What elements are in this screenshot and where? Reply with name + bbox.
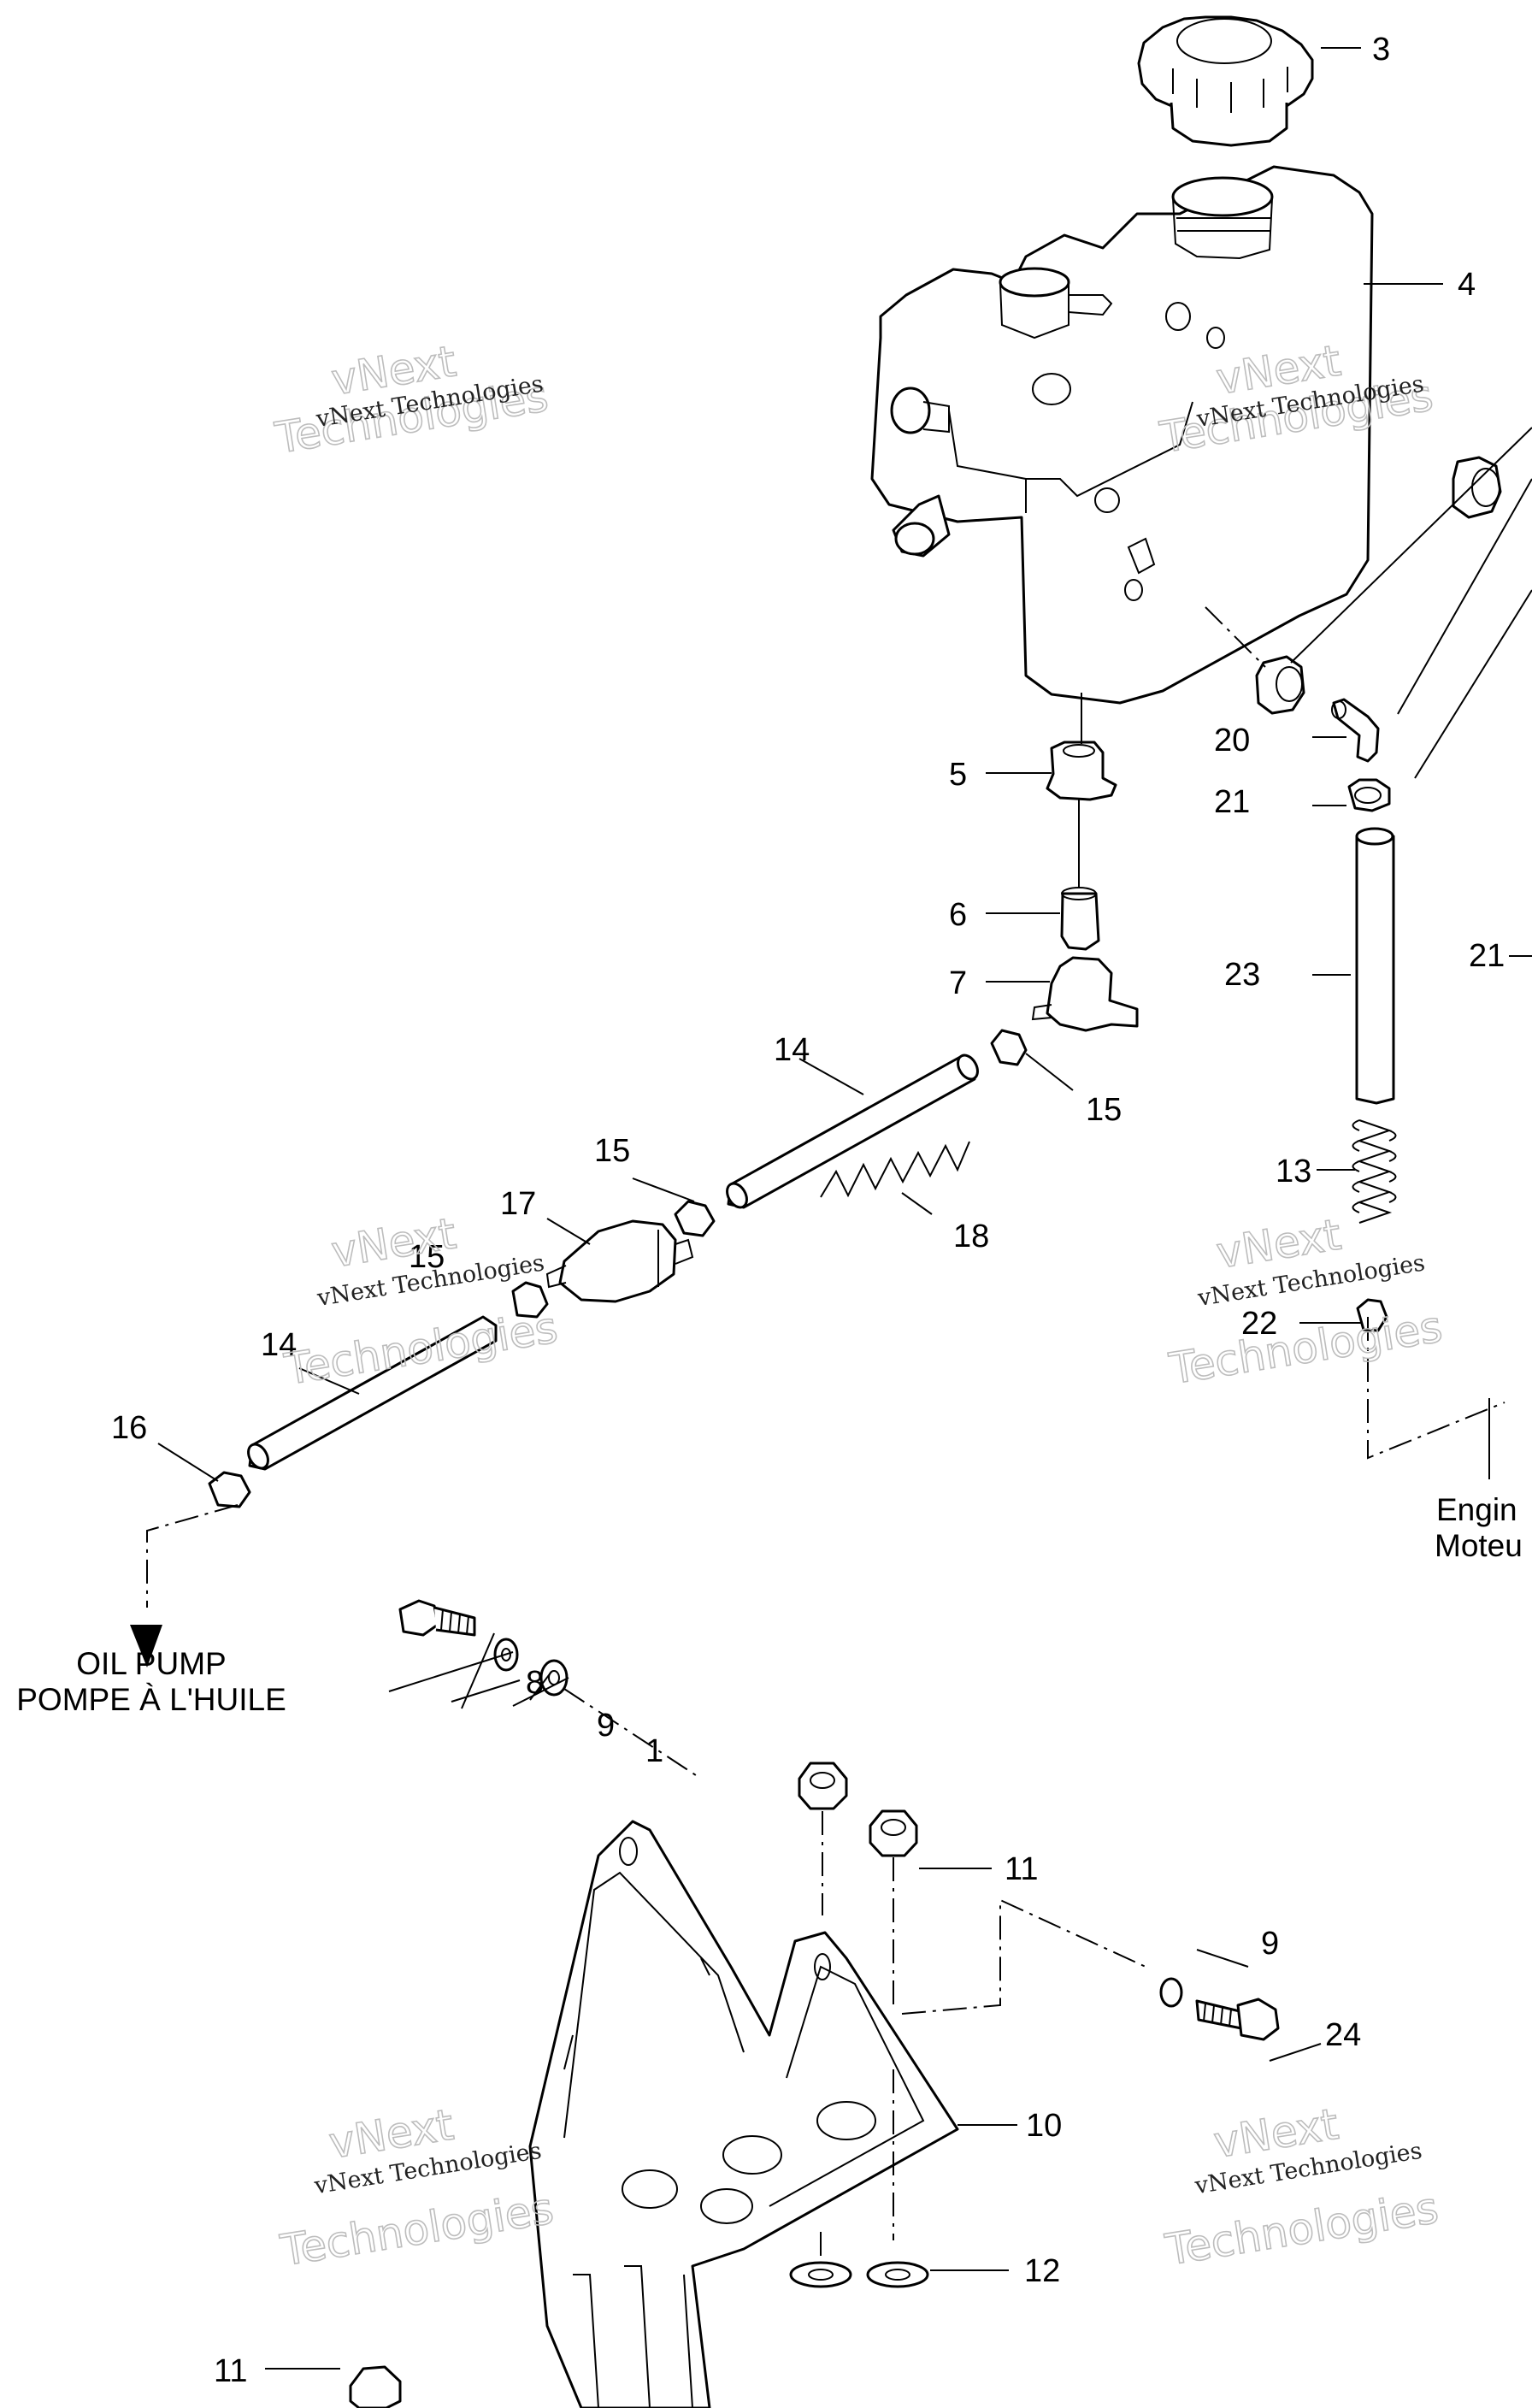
callout-23: 23 [1224,957,1260,993]
filter-6-part [1060,887,1100,951]
washer-12-part [866,2261,929,2288]
leader-lines [157,47,1532,2370]
hose-14-lower-part [247,1315,498,1471]
spring-18-part [820,1141,970,1198]
callout-16: 16 [111,1410,147,1446]
bolt-24-part [1195,1998,1280,2041]
callout-7: 7 [949,965,967,1001]
callout-20: 20 [1214,723,1250,758]
callout-6: 6 [949,897,967,933]
clamp-15-lower-part [511,1281,549,1319]
engine-caption-fr: Moteu [1435,1528,1523,1563]
grommet-part [1255,456,1502,715]
callout-15-c: 15 [409,1239,445,1275]
svg-text:Technologies: Technologies [1166,1301,1446,1394]
callout-12: 12 [1024,2253,1060,2289]
grommet-5-part [1046,741,1117,801]
callout-11-b: 11 [214,2353,247,2389]
callout-1: 1 [645,1733,663,1769]
washer-9-right-part [1159,1977,1183,2008]
arrow-down-icon [130,1625,162,1667]
elbow-fitting-part [1331,698,1380,763]
engine-caption-en: Engin [1436,1492,1517,1527]
callout-17: 17 [500,1186,536,1222]
nut-11-upper-left-part [798,1762,848,1810]
washer-lower-part [789,2261,852,2288]
fitting-7-part [1031,956,1139,1032]
callout-13: 13 [1276,1154,1311,1189]
callout-14-b: 14 [261,1327,297,1363]
callout-14-a: 14 [774,1032,810,1068]
filter-17-part [545,1219,694,1303]
oil-pump-caption-fr: POMPE À L'HUILE [16,1682,286,1717]
callout-24: 24 [1325,2017,1361,2053]
spring-part [1352,1119,1397,1224]
callout-18: 18 [953,1219,989,1254]
callout-10: 10 [1026,2108,1062,2144]
callout-21-a: 21 [1214,784,1250,820]
callout-5: 5 [949,757,967,793]
callout-9-a: 9 [597,1708,615,1744]
watermark-bottom-right: vNext Technologies vNext Technologies [1161,2098,1442,2275]
hose-part [1355,827,1395,1105]
tank-cap-part [1137,15,1314,147]
nut-11-upper-right-part [869,1809,918,1857]
watermark-top-left: vNext Technologies vNext Technologies [271,336,552,464]
oil-tank-part [870,165,1374,705]
callout-21-b: 21 [1469,938,1505,974]
callout-15-b: 15 [594,1133,630,1169]
clamp-15-mid-part [674,1200,716,1237]
clamp-part [1347,778,1391,812]
watermark-bottom-left: vNext Technologies vNext Technologies [276,2099,557,2276]
callout-labels: 3 4 5 6 7 15 14 15 17 18 15 14 16 20 21 … [111,32,1505,2389]
clamp-16-part [208,1471,251,1508]
callout-9-b: 9 [1261,1926,1279,1962]
callout-4: 4 [1458,267,1476,303]
nut-11-lower-part [349,2365,402,2408]
callout-22: 22 [1241,1306,1277,1342]
callout-8: 8 [526,1665,544,1701]
bolt-8-part [398,1599,476,1637]
clamp-lower-part [1356,1298,1388,1332]
callout-11-a: 11 [1005,1851,1038,1887]
callout-15-a: 15 [1086,1092,1122,1128]
clamp-15-upper-part [990,1029,1028,1066]
hose-14-upper-part [726,1054,979,1209]
callout-3: 3 [1372,32,1390,68]
watermark-mid-right: vNext Technologies vNext Technologies [1165,1209,1447,1395]
oil-pump-caption-en: OIL PUMP [76,1646,226,1681]
bracket-part [528,1820,959,2408]
